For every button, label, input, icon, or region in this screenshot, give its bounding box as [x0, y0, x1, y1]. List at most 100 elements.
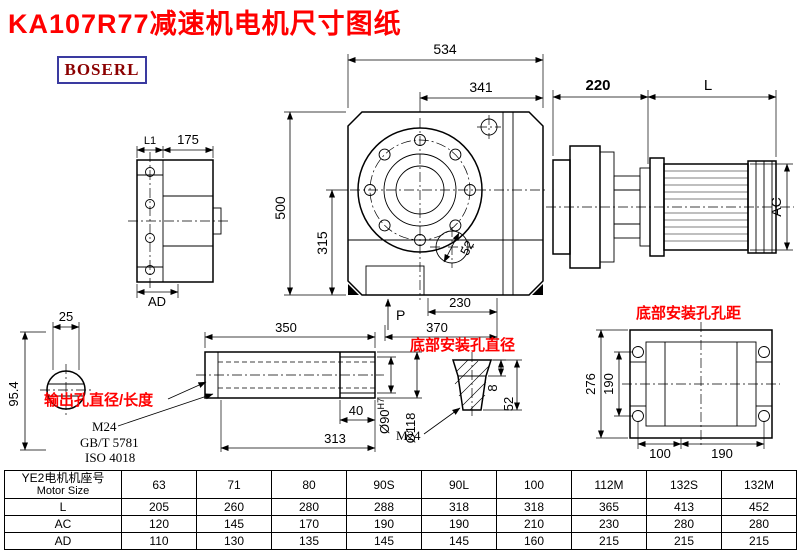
table-cell: 210 — [496, 515, 572, 533]
hatching — [454, 359, 490, 411]
table-cell: 260 — [196, 498, 272, 516]
label-bottom-mount: 底部安装孔孔距 — [636, 304, 741, 322]
motor-size-table: YE2电机机座号 Motor Size 63 71 80 90S 90L 100… — [4, 470, 797, 550]
table-cell: 190 — [346, 515, 422, 533]
dim-500: 500 — [272, 196, 288, 220]
view-mount-flange: L1 175 AD — [128, 132, 228, 309]
label-P: P — [396, 307, 405, 323]
row-label: AC — [4, 515, 122, 533]
dim-341: 341 — [469, 79, 493, 95]
view-bottom-mount-hole: 底部安装孔直径 8 52 M24 — [396, 336, 522, 443]
mount-hole — [758, 410, 770, 422]
table-cell: 160 — [496, 532, 572, 550]
table-cell: 145 — [346, 532, 422, 550]
table-header-en: Motor Size — [36, 484, 90, 497]
dim-95-4: 95.4 — [6, 381, 21, 406]
row-label: L — [4, 498, 122, 516]
table-cell: 230 — [571, 515, 647, 533]
label-iso-4018: ISO 4018 — [85, 450, 135, 465]
table-cell: 120 — [121, 515, 197, 533]
table-cell: 318 — [421, 498, 497, 516]
dim-d118: Ø118 — [403, 413, 418, 444]
table-cell: 288 — [346, 498, 422, 516]
label-bottom-hole: 底部安装孔直径 — [410, 336, 515, 354]
motor-fins — [664, 170, 748, 242]
table-row-L: L 205 260 280 288 318 318 365 413 452 — [4, 498, 797, 516]
label-output-bore: 输出孔直径/长度 — [44, 391, 154, 409]
table-cell: 452 — [721, 498, 797, 516]
table-cell: 280 — [271, 498, 347, 516]
column-header: 71 — [196, 470, 272, 499]
dim-40: 40 — [349, 403, 363, 418]
table-cell: 145 — [421, 532, 497, 550]
dim-100: 100 — [649, 446, 671, 461]
dim-190v: 190 — [601, 373, 616, 395]
dim-534: 534 — [433, 41, 457, 57]
table-header-row: YE2电机机座号 Motor Size 63 71 80 90S 90L 100… — [4, 470, 797, 499]
row-label: AD — [4, 532, 122, 550]
table-row-AD: AD 110 130 135 145 145 160 215 215 215 — [4, 532, 797, 550]
dim-370: 370 — [426, 320, 448, 335]
mount-hole — [632, 346, 644, 358]
label-m24: M24 — [92, 419, 117, 434]
table-cell: 318 — [496, 498, 572, 516]
view-gearbox-front: 534 341 500 315 52 230 370 — [272, 41, 548, 341]
view-base-bottom: 底部安装孔孔距 276 190 — [583, 304, 780, 461]
table-cell: 145 — [196, 515, 272, 533]
table-cell: 215 — [721, 532, 797, 550]
technical-drawing-canvas: L1 175 AD — [6, 41, 794, 465]
column-header: 90S — [346, 470, 422, 499]
table-cell: 205 — [121, 498, 197, 516]
view-hollow-shaft-end: 25 95.4 — [6, 309, 92, 451]
table-cell: 413 — [646, 498, 722, 516]
dim-AC: AC — [768, 197, 784, 216]
table-cell: 365 — [571, 498, 647, 516]
brand-logo: BOSERL — [57, 56, 147, 84]
dim-175: 175 — [177, 132, 199, 147]
table-corner-cell: YE2电机机座号 Motor Size — [4, 470, 122, 499]
table-cell: 135 — [271, 532, 347, 550]
table-row-AC: AC 120 145 170 190 190 210 230 280 280 — [4, 515, 797, 533]
dim-315: 315 — [314, 231, 330, 255]
table-header-cn: YE2电机机座号 — [21, 470, 105, 485]
mount-hole — [632, 410, 644, 422]
table-cell: 280 — [721, 515, 797, 533]
dim-276: 276 — [583, 373, 598, 395]
column-header: 63 — [121, 470, 197, 499]
dim-313: 313 — [324, 431, 346, 446]
dim-230: 230 — [449, 295, 471, 310]
column-header: 112M — [571, 470, 647, 499]
label-m24b: M24 — [396, 428, 421, 443]
dim-L1: L1 — [144, 135, 156, 147]
column-header: 132S — [646, 470, 722, 499]
table-cell: 130 — [196, 532, 272, 550]
dim-220: 220 — [585, 77, 610, 94]
page-title: KA107R77减速机电机尺寸图纸 — [8, 9, 402, 39]
table-cell: 190 — [421, 515, 497, 533]
view-motor-side: 220 L AC — [546, 77, 794, 269]
dim-AD: AD — [148, 294, 166, 309]
dim-52: 52 — [457, 238, 477, 258]
view-output-shaft: 350 输出孔直径/长度 M24 GB/T 5781 ISO 4018 40 3… — [44, 320, 422, 465]
column-header: 100 — [496, 470, 572, 499]
dim-L: L — [704, 77, 712, 94]
column-header: 132M — [721, 470, 797, 499]
table-cell: 215 — [571, 532, 647, 550]
corner-mark — [532, 284, 543, 295]
label-gbt-5781: GB/T 5781 — [80, 435, 139, 450]
dim-8: 8 — [485, 384, 500, 391]
table-cell: 110 — [121, 532, 197, 550]
table-cell: 170 — [271, 515, 347, 533]
dim-350: 350 — [275, 320, 297, 335]
dim-190h: 190 — [711, 446, 733, 461]
table-cell: 215 — [646, 532, 722, 550]
column-header: 80 — [271, 470, 347, 499]
corner-mark — [348, 284, 359, 295]
dim-52b: 52 — [501, 397, 516, 411]
dim-25: 25 — [59, 309, 73, 324]
mount-hole — [758, 346, 770, 358]
fan-cover — [747, 160, 777, 254]
dim-d90h7: Ø90H7 — [376, 398, 392, 434]
column-header: 90L — [421, 470, 497, 499]
